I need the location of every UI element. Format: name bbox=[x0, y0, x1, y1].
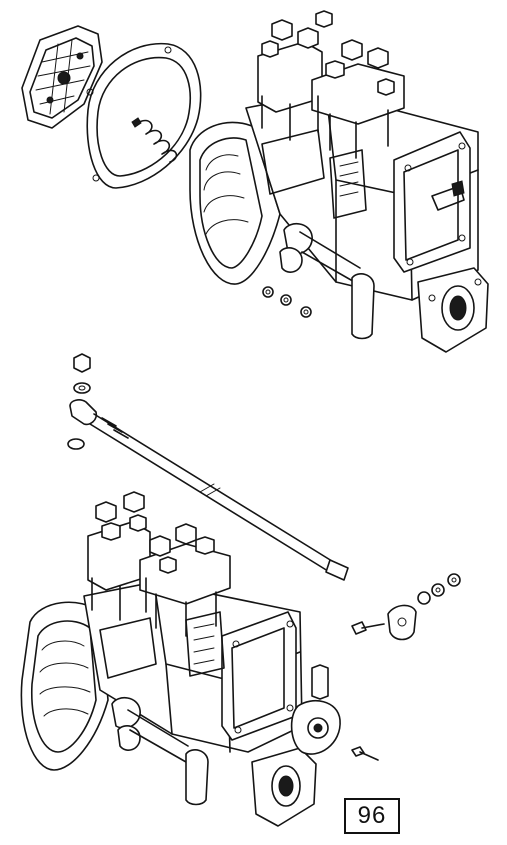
loose-parts-bottom bbox=[351, 573, 461, 761]
delivery-pipe-group bbox=[67, 353, 349, 581]
spring bbox=[131, 117, 178, 163]
perforated-cover-plate bbox=[21, 25, 103, 129]
top-pump-body bbox=[189, 10, 489, 353]
loose-nuts-top bbox=[262, 286, 312, 318]
delivery-valve-nuts-bottom bbox=[95, 491, 215, 574]
bottom-pump-assembly bbox=[20, 491, 461, 827]
top-pump-assembly bbox=[21, 10, 489, 353]
delivery-valve-nuts-top bbox=[261, 10, 395, 96]
gasket bbox=[86, 42, 202, 189]
page-number-box: 96 bbox=[344, 798, 400, 834]
page-number: 96 bbox=[357, 802, 387, 829]
